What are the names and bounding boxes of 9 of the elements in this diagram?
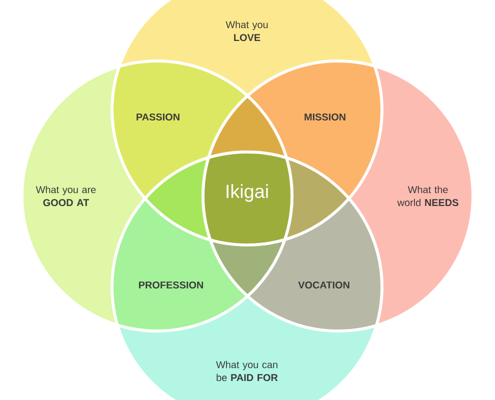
center-label: Ikigai — [226, 184, 268, 202]
region-label: PROFESSION — [139, 281, 203, 289]
circle-label: What the world NEEDS — [397, 186, 458, 206]
region-label: PASSION — [136, 113, 180, 121]
region-label: VOCATION — [298, 281, 350, 289]
circle-label: What you can be PAID FOR — [216, 360, 278, 382]
region-label: MISSION — [304, 113, 346, 121]
circle-label: What you are GOOD AT — [36, 186, 96, 206]
circle-label: What you LOVE — [226, 20, 268, 42]
